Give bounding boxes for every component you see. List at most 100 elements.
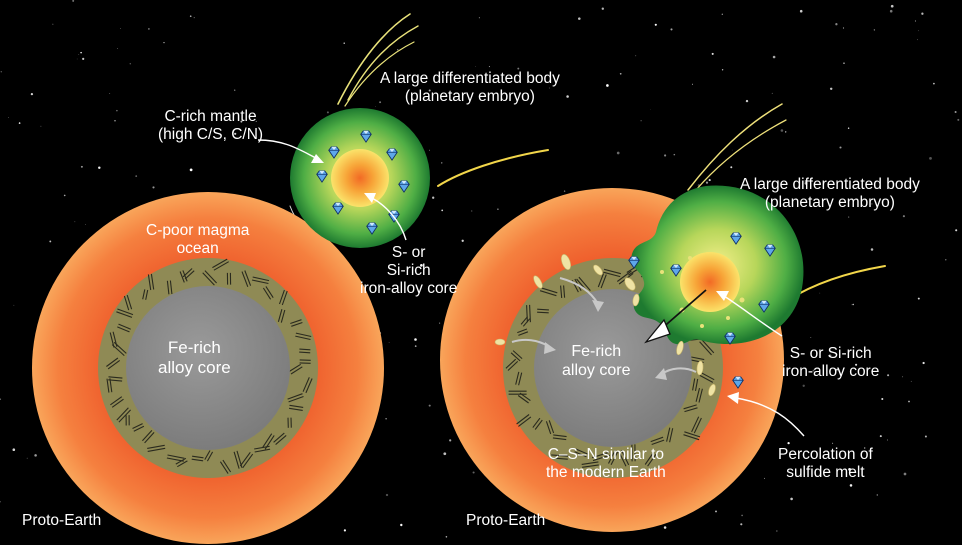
hatch-mark <box>620 449 630 466</box>
hatch-mark <box>204 450 211 460</box>
hatch-mark <box>109 332 115 348</box>
star <box>828 354 832 358</box>
star <box>34 454 37 457</box>
hatch-mark <box>126 294 133 310</box>
hatch-mark <box>116 311 133 318</box>
hatch-mark <box>118 323 131 330</box>
star <box>488 66 490 68</box>
migration-arrows <box>511 277 697 380</box>
hatch-mark <box>603 271 621 278</box>
hatch-mark <box>142 289 146 300</box>
percolation-label: Percolation of sulfide melt <box>778 446 873 482</box>
star <box>876 494 879 496</box>
star <box>472 471 475 474</box>
hatch-mark <box>289 363 301 372</box>
hatch-mark <box>537 308 549 311</box>
left-proto-earth-label: Proto-Earth <box>22 512 102 529</box>
hatch-mark <box>515 371 520 385</box>
star <box>711 52 714 55</box>
hatch-mark <box>110 396 123 406</box>
hatch-mark <box>520 316 528 325</box>
star <box>388 342 390 343</box>
hatch-mark <box>233 451 240 469</box>
star <box>601 7 604 10</box>
hatch-mark <box>539 290 557 297</box>
star <box>548 87 550 89</box>
star <box>917 39 918 41</box>
csn-label-line2: the modern Earth <box>546 464 666 481</box>
star <box>13 304 15 306</box>
left-embryo-label-line2: (planetary embryo) <box>404 88 535 105</box>
star <box>764 477 765 479</box>
star <box>772 55 776 59</box>
hatch-mark <box>118 409 131 423</box>
hatch-mark <box>545 421 552 435</box>
left-mantle-hatching <box>106 258 313 474</box>
hatch-mark <box>169 280 173 295</box>
star <box>135 175 138 177</box>
star <box>471 210 473 212</box>
hatch-mark <box>551 454 569 457</box>
hatch-mark <box>683 434 700 441</box>
hatch-mark <box>107 359 121 370</box>
hatch-mark <box>510 352 521 362</box>
star <box>420 264 423 267</box>
hatch-mark <box>563 285 566 298</box>
left-embryo-core-label-line2: Si-rich <box>386 262 431 279</box>
star <box>890 4 894 8</box>
star <box>819 292 821 294</box>
hatch-mark <box>111 398 124 408</box>
hatch-mark <box>302 377 310 392</box>
star <box>887 374 890 377</box>
star <box>0 398 2 400</box>
star <box>26 457 28 459</box>
hatch-mark <box>295 332 312 338</box>
hatch-mark <box>117 308 134 316</box>
hatch-mark <box>192 455 204 459</box>
hatch-mark <box>582 464 599 468</box>
star <box>52 23 54 25</box>
star <box>851 304 853 306</box>
star <box>461 239 464 242</box>
star <box>664 154 667 157</box>
star <box>849 484 853 487</box>
hatch-mark <box>144 432 155 444</box>
right-embryo-core-label-line1: S- or Si-rich <box>789 345 872 362</box>
hatch-mark <box>597 273 605 288</box>
star <box>439 322 441 324</box>
left-embryo-label: A large differentiated body (planetary e… <box>380 70 560 106</box>
star <box>49 240 52 243</box>
star <box>375 106 376 107</box>
star <box>848 468 851 471</box>
hatch-mark <box>108 376 123 379</box>
star <box>886 439 888 441</box>
hatch-mark <box>287 393 303 400</box>
left-proto-earth <box>32 192 384 544</box>
hatch-mark <box>691 356 705 361</box>
star <box>924 435 927 438</box>
left-core-label-line2: alloy core <box>158 358 231 377</box>
star <box>193 17 195 19</box>
star <box>566 95 569 98</box>
hatch-mark <box>694 378 699 391</box>
star <box>914 20 916 22</box>
star <box>957 118 960 121</box>
hatch-mark <box>603 268 622 275</box>
hatch-mark <box>698 388 703 403</box>
right-core-label-line1: Fe-rich <box>571 343 622 360</box>
star <box>234 89 236 91</box>
hatch-mark <box>147 447 166 452</box>
star <box>0 501 1 503</box>
hatch-mark <box>647 453 657 467</box>
hatch-mark <box>177 460 188 468</box>
left-embryo-core-label: S- or Si-rich iron-alloy core <box>360 244 457 298</box>
star <box>443 452 447 456</box>
star <box>802 384 805 387</box>
star <box>563 190 566 192</box>
star <box>98 166 101 169</box>
left-embryo-label-line1: A large differentiated body <box>380 70 560 87</box>
hatch-mark <box>574 451 587 458</box>
star <box>240 120 243 123</box>
star <box>152 186 155 189</box>
hatch-mark <box>219 461 229 474</box>
